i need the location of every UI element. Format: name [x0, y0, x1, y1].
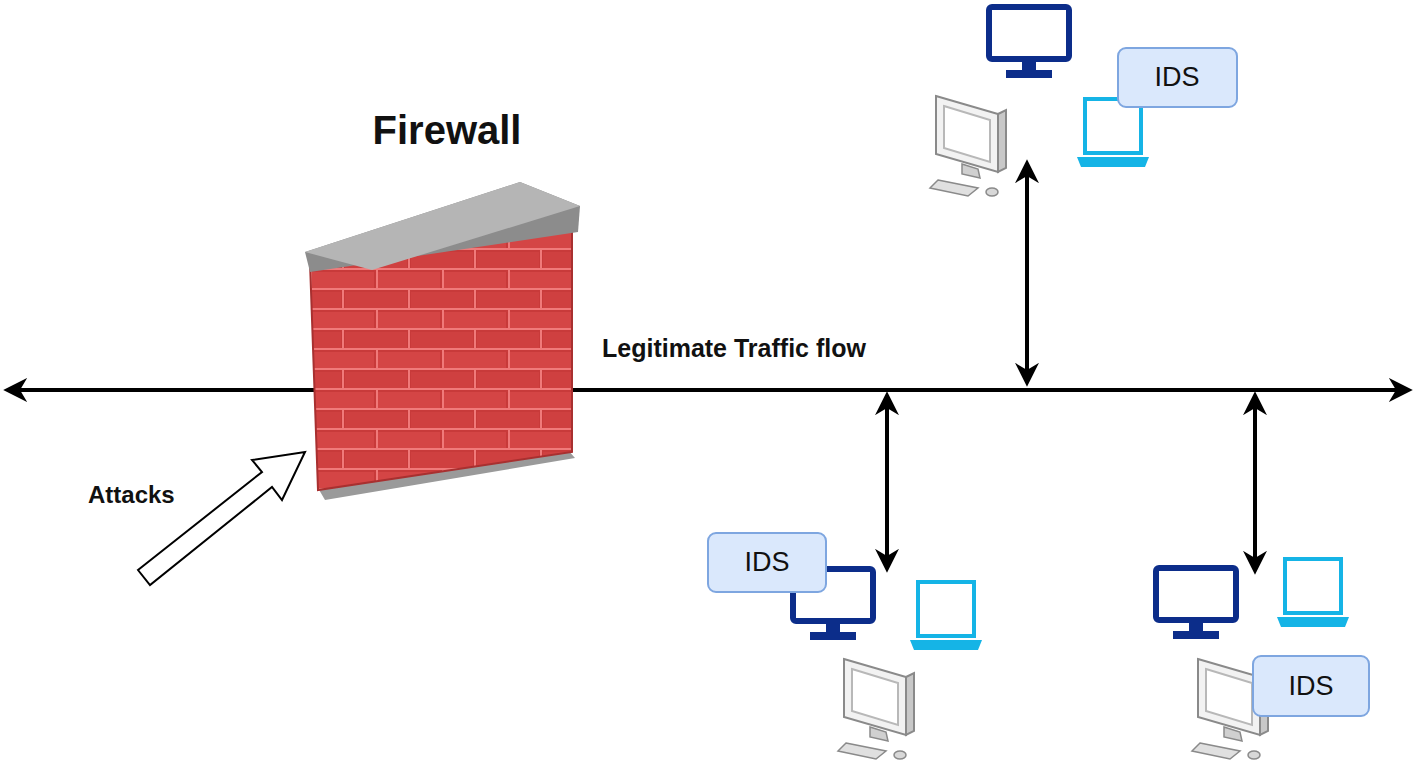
- traffic-line: [8, 388, 1408, 392]
- drop-arrow: [1025, 164, 1029, 382]
- attack-arrow: [138, 452, 305, 585]
- ids-box: IDS: [707, 532, 827, 593]
- drop-arrow: [1253, 396, 1257, 570]
- desktop-icon: [838, 659, 914, 759]
- ids-text: IDS: [1154, 62, 1199, 93]
- traffic-label: Legitimate Traffic flow: [602, 334, 866, 363]
- attacks-label: Attacks: [88, 481, 175, 509]
- monitor-icon: [1156, 568, 1236, 639]
- firewall-title: Firewall: [373, 108, 522, 153]
- ids-box: IDS: [1252, 655, 1370, 717]
- drop-arrow: [885, 396, 889, 568]
- laptop-icon: [910, 582, 982, 650]
- laptop-icon: [1077, 99, 1149, 167]
- ids-text: IDS: [744, 547, 789, 578]
- laptop-icon: [1277, 559, 1349, 627]
- monitor-icon: [989, 7, 1069, 78]
- firewall-wall: [305, 182, 580, 500]
- desktop-icon: [930, 96, 1006, 196]
- ids-text: IDS: [1288, 671, 1333, 702]
- ids-box: IDS: [1117, 47, 1238, 108]
